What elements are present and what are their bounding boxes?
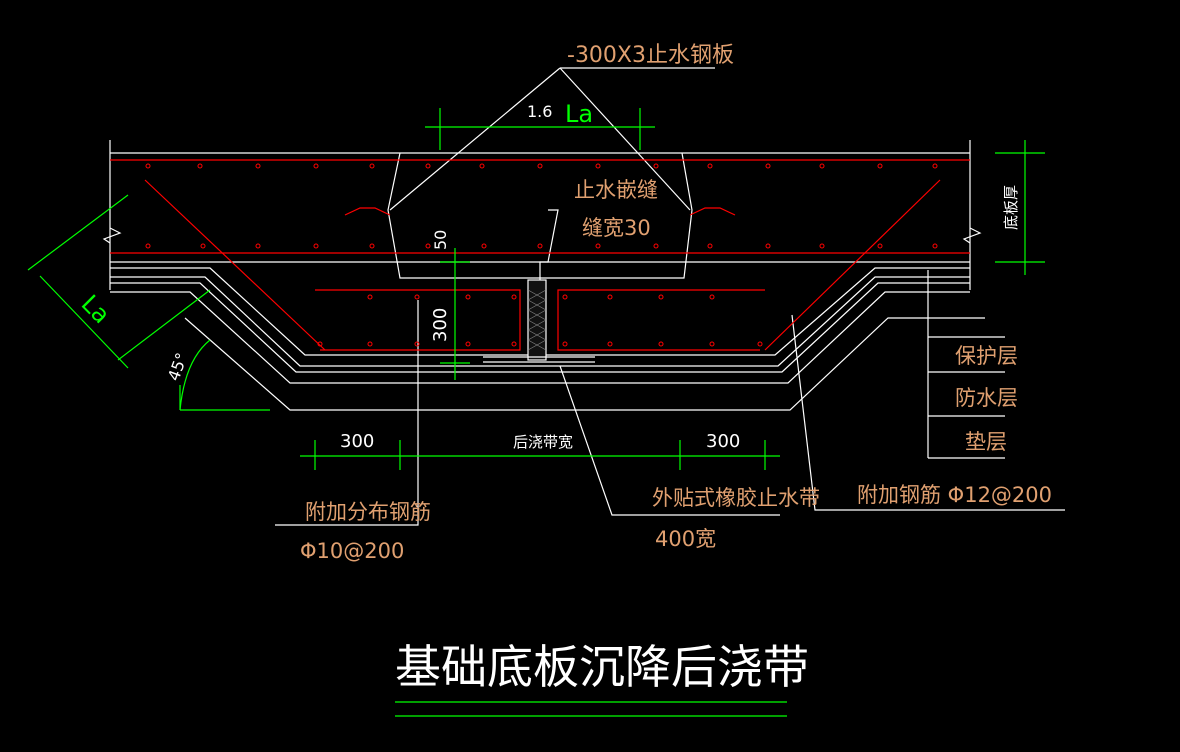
dim-300-vertical-label: 300 bbox=[430, 308, 451, 342]
rubber-waterstop-label-2: 400宽 bbox=[655, 527, 716, 551]
waterproof-layer-label: 防水层 bbox=[955, 386, 1018, 410]
dim-1-6-label: 1.6 bbox=[527, 102, 552, 121]
additional-dist-rebar-label-1: 附加分布钢筋 bbox=[305, 500, 431, 524]
labels: -300X3止水钢板 1.6 La 止水嵌缝 缝宽30 50 300 底板厚 保… bbox=[76, 43, 1052, 694]
rubber-waterstop-label-1: 外贴式橡胶止水带 bbox=[652, 486, 820, 510]
protective-layer-label: 保护层 bbox=[955, 344, 1018, 368]
waterstop-hatch bbox=[527, 289, 547, 351]
rebar-dots bbox=[145, 163, 938, 347]
dim-300-right-label: 300 bbox=[706, 431, 740, 452]
additional-rebar-label: 附加钢筋 Φ12@200 bbox=[857, 483, 1052, 507]
additional-dist-rebar-label-2: Φ10@200 bbox=[300, 539, 404, 563]
dimension-lines bbox=[27, 108, 1045, 717]
embed-joint-label-1: 止水嵌缝 bbox=[574, 178, 658, 202]
post-pour-width-label: 后浇带宽 bbox=[513, 433, 573, 451]
slab-thickness-label: 底板厚 bbox=[1002, 185, 1020, 230]
dim-300-left-label: 300 bbox=[340, 431, 374, 452]
drawing-title: 基础底板沉降后浇带 bbox=[395, 640, 809, 694]
la-top-label: La bbox=[565, 100, 593, 128]
la-left-label: La bbox=[76, 289, 116, 329]
rebar-lines bbox=[110, 159, 970, 351]
embed-joint-label-2: 缝宽30 bbox=[582, 216, 651, 240]
cushion-layer-label: 垫层 bbox=[965, 430, 1007, 454]
angle-45-label: 45° bbox=[164, 350, 192, 383]
slab-outline bbox=[102, 67, 1065, 526]
dim-50-label: 50 bbox=[431, 230, 450, 250]
waterstop-plate-label: -300X3止水钢板 bbox=[567, 43, 734, 68]
